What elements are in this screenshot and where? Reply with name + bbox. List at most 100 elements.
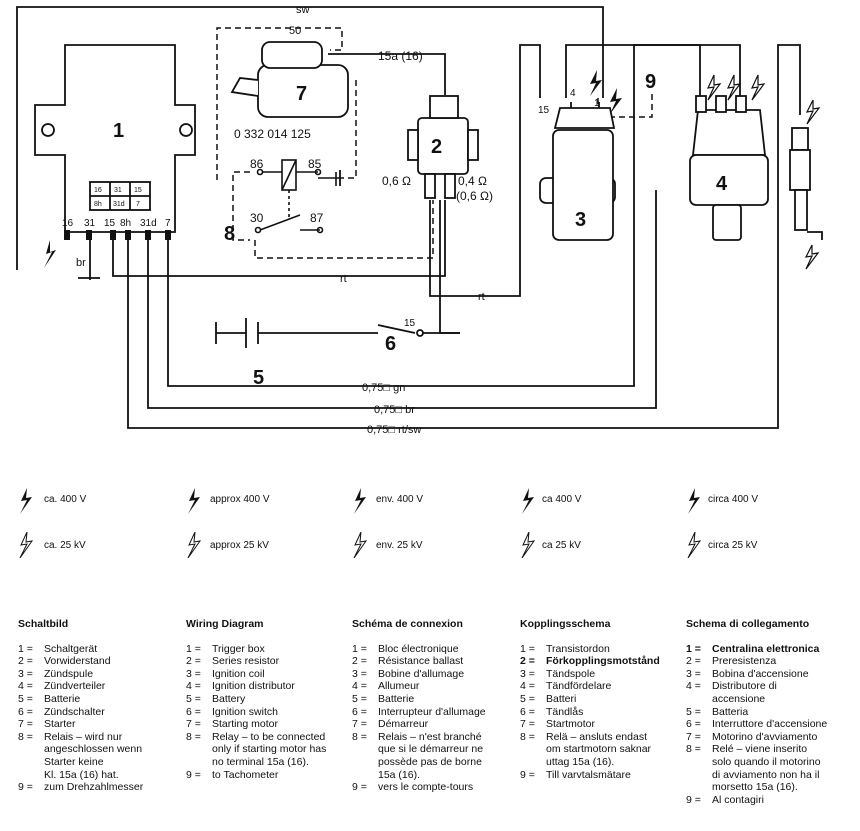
legend-item-text: Zündschalter (44, 705, 105, 718)
legend-item: 6 =Interruttore d'accensione (686, 718, 854, 731)
legend-item-text: Bobina d'accensione (712, 667, 809, 680)
resistance-3: (0,6 Ω) (456, 189, 493, 203)
lv-bolt-icon (687, 532, 702, 558)
switch-15: 15 (404, 318, 416, 329)
legend-item: 1 =Centralina elettronica (686, 643, 854, 656)
label-br: br (76, 257, 86, 269)
label-50: 50 (289, 25, 301, 37)
relay-87: 87 (310, 211, 324, 225)
hv-label: approx 400 V (210, 494, 270, 505)
legend-item-text: Résistance ballast (378, 655, 464, 668)
legend-item-number: 8 = (520, 730, 535, 743)
legend-item: 6 =Interrupteur d'allumage (352, 706, 520, 719)
legend-item: 8 =Relä – ansluts endast om startmotorn … (520, 731, 688, 769)
wire-rt-main (112, 200, 446, 277)
legend-item: 5 =Batterie (18, 693, 186, 706)
legend-item-number: 4 = (18, 680, 33, 693)
hv-label: env. 400 V (376, 494, 424, 505)
wire-sw (16, 6, 604, 270)
legend-item-text: Relais – n'est branché que si le démarre… (378, 730, 484, 781)
battery (215, 318, 378, 348)
legend-item: 4 =Allumeur (352, 680, 520, 693)
legend-item-text: Batterie (378, 692, 415, 705)
legend-title: Schaltbild (18, 618, 69, 630)
dashed-50 (216, 27, 343, 180)
legend-item-text: Relay – to be connected only if starting… (212, 730, 327, 768)
terminal-16: 16 (62, 218, 74, 229)
legend-item: 8 =Relé – viene inserito solo quando il … (686, 743, 854, 793)
coil-15: 15 (538, 105, 550, 116)
dashed-starter (340, 80, 357, 179)
legend-item-number: 2 = (686, 655, 701, 668)
spark-plug (789, 127, 823, 240)
legend-item-text: Trigger box (212, 642, 265, 655)
legend-item-text: Ignition coil (212, 667, 265, 680)
resistance-1: 0,6 Ω (382, 174, 411, 188)
legend-item: 5 =Batteri (520, 693, 688, 706)
box-16: 16 (94, 187, 102, 194)
legend-item-number: 6 = (18, 705, 33, 718)
legend-item-number: 3 = (686, 667, 701, 680)
wire-rt-coil (429, 44, 541, 297)
legend-item-text: Battery (212, 692, 246, 705)
label-gn: 0,75□ gn (362, 382, 405, 394)
legend-item: 4 =Zündverteiler (18, 680, 186, 693)
label-15a: 15a (16) (378, 49, 423, 63)
hv-bolt-icon (20, 488, 32, 514)
wire-br (147, 190, 657, 409)
legend-item: 5 =Battery (186, 693, 354, 706)
legend-item-text: Tändlås (546, 705, 584, 718)
legend-item-number: 5 = (520, 692, 535, 705)
legend-item-text: Ignition switch (212, 705, 278, 718)
ignition-distributor (689, 95, 769, 241)
legend-item-text: Starter (44, 718, 76, 731)
legend-item: 7 =Starting motor (186, 718, 354, 731)
part-7: 7 (296, 83, 307, 105)
legend-item-text: Zündspule (44, 667, 94, 680)
box-15: 15 (134, 187, 142, 194)
legend-item-text: Schaltgerät (44, 642, 98, 655)
legend-item-number: 5 = (352, 692, 367, 705)
box-7: 7 (136, 201, 140, 208)
legend-item-number: 7 = (186, 718, 201, 731)
legend-item-number: 2 = (18, 655, 33, 668)
legend-item-text: zum Drehzahlmesser (44, 781, 144, 794)
legend-item: 6 = Zündschalter (18, 706, 186, 719)
legend-item: 2 =Preresistenza (686, 655, 854, 668)
legend-item: 5 =Batteria (686, 706, 854, 719)
legend-item: 7 =Startmotor (520, 718, 688, 731)
legend-item-number: 3 = (18, 667, 33, 680)
part-6: 6 (385, 333, 396, 355)
lv-label: circa 25 kV (708, 540, 758, 551)
legend-item-text: Series resistor (212, 655, 280, 668)
legend-item-text: Bobine d'allumage (378, 667, 465, 680)
legend-item: 7 =Motorino d'avviamento (686, 731, 854, 744)
hv-bolt-icon (354, 488, 366, 514)
lv-label: approx 25 kV (210, 540, 269, 551)
trigger-box (34, 44, 196, 233)
legend-item-number: 3 = (352, 667, 367, 680)
wire-rtsw (127, 44, 801, 429)
legend-item-text: Distributore di accensione (712, 680, 777, 705)
ignition-switch (377, 324, 460, 337)
box-8h: 8h (94, 201, 102, 208)
legend-item-text: Batterie (44, 692, 81, 705)
legend-item-text: Till varvtalsmätare (546, 768, 631, 781)
legend-item: 3 =Ignition coil (186, 668, 354, 681)
legend-title: Schéma de connexion (352, 618, 463, 630)
legend-item-number: 9 = (352, 781, 367, 794)
terminal-15: 15 (104, 218, 116, 229)
lv-bolts (706, 74, 821, 270)
legend-item: 4 =Ignition distributor (186, 680, 354, 693)
part-8: 8 (224, 223, 235, 245)
legend-item-number: 4 = (520, 680, 535, 693)
legend-item-text: Vorwiderstand (44, 655, 111, 668)
legend-item-number: 1 = (686, 642, 701, 655)
legend-item: 9 = vers le compte-tours (352, 781, 520, 794)
terminal-31d: 31d (140, 218, 157, 229)
wire-hv (565, 44, 741, 100)
box-31d: 31d (113, 201, 125, 208)
coil-1: 1 (594, 98, 600, 109)
legend-item: 2 =Förkopplingsmotstånd (520, 655, 688, 668)
relay (254, 159, 340, 234)
